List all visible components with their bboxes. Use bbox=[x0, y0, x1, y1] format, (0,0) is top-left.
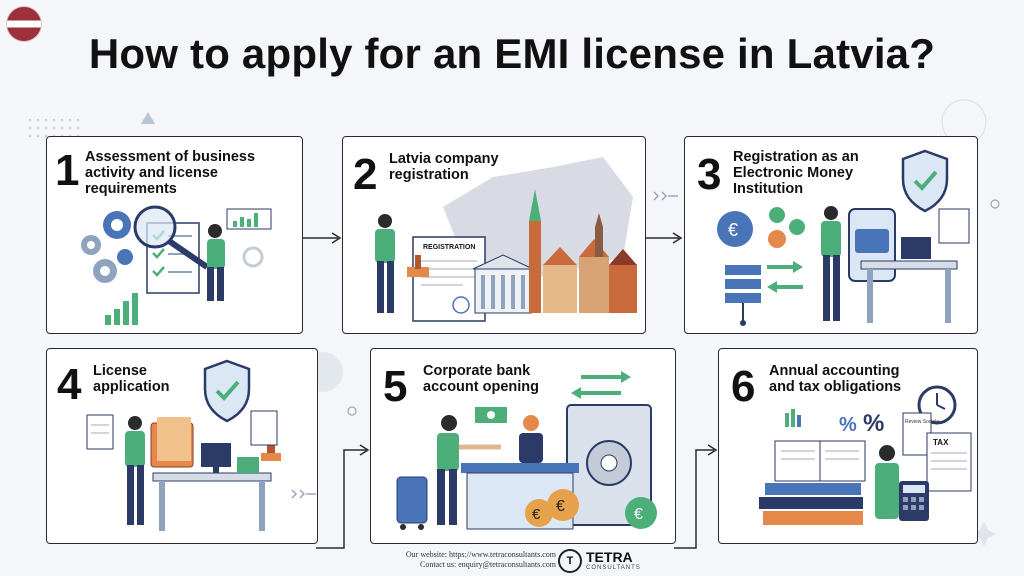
step-card-2: 2 Latvia company registration REGISTRATI… bbox=[342, 136, 646, 334]
footer-contact: Our website: https://www.tetraconsultant… bbox=[392, 550, 556, 570]
registration-document-icon: REGISTRATION bbox=[375, 157, 637, 322]
step-number: 5 bbox=[383, 362, 408, 411]
latvia-flag-icon bbox=[6, 6, 42, 42]
tax-clock-icon: % % Review Sociale TAX bbox=[759, 385, 972, 525]
step-card-3: 3 Registration as an Electronic Money In… bbox=[684, 136, 978, 334]
step-label: Assessment of business activity and lice… bbox=[85, 149, 256, 197]
step-number: 1 bbox=[55, 146, 80, 195]
magnifier-checklist-icon bbox=[81, 205, 272, 325]
brand-name: TETRA bbox=[586, 549, 633, 565]
svg-text:€: € bbox=[634, 506, 643, 523]
shield-check-icon bbox=[86, 359, 281, 531]
step-card-1: 1 Assessment of business activity and li… bbox=[46, 136, 303, 334]
svg-text:%: % bbox=[839, 414, 857, 436]
svg-text:€: € bbox=[556, 498, 565, 515]
footer-website[interactable]: Our website: https://www.tetraconsultant… bbox=[405, 550, 556, 559]
shield-check-icon: € bbox=[717, 149, 970, 326]
arrow-4-to-5 bbox=[316, 444, 370, 549]
step-label: Registration as an Electronic Money Inst… bbox=[733, 149, 859, 197]
footer-email[interactable]: Contact us: enquiry@tetraconsultants.com bbox=[419, 560, 556, 569]
step-number: 3 bbox=[697, 150, 722, 199]
step-label: Corporate bank account opening bbox=[423, 363, 539, 395]
step-number: 2 bbox=[353, 150, 378, 199]
step-card-4: 4 License application bbox=[46, 348, 318, 544]
step-label: License application bbox=[93, 363, 170, 395]
tax-doc-heading: TAX bbox=[933, 438, 949, 447]
page-title: How to apply for an EMI license in Latvi… bbox=[88, 30, 936, 77]
arrow-1-to-2 bbox=[302, 232, 342, 244]
tetra-logo-icon: T bbox=[558, 549, 582, 573]
brand-subtitle: CONSULTANTS bbox=[586, 565, 641, 571]
step-card-6: 6 Annual accounting and tax obligations … bbox=[718, 348, 978, 544]
svg-text:€: € bbox=[728, 220, 738, 240]
step-label: Latvia company registration bbox=[389, 151, 499, 183]
arrow-5-to-6 bbox=[674, 444, 718, 549]
registration-doc-heading: REGISTRATION bbox=[423, 244, 475, 251]
step-label: Annual accounting and tax obligations bbox=[769, 363, 902, 395]
chevron-arrows-icon bbox=[653, 191, 678, 201]
step-number: 4 bbox=[57, 360, 82, 409]
svg-text:€: € bbox=[532, 506, 541, 523]
bank-vault-icon: € € € bbox=[396, 371, 657, 530]
review-sociale-text: Review Sociale bbox=[905, 419, 939, 425]
step-card-5: 5 Corporate bank account opening € € € bbox=[370, 348, 676, 544]
step-number: 6 bbox=[731, 362, 756, 411]
arrow-2-to-3 bbox=[645, 232, 683, 244]
chevron-arrows-icon bbox=[291, 489, 316, 499]
svg-text:%: % bbox=[863, 410, 884, 437]
